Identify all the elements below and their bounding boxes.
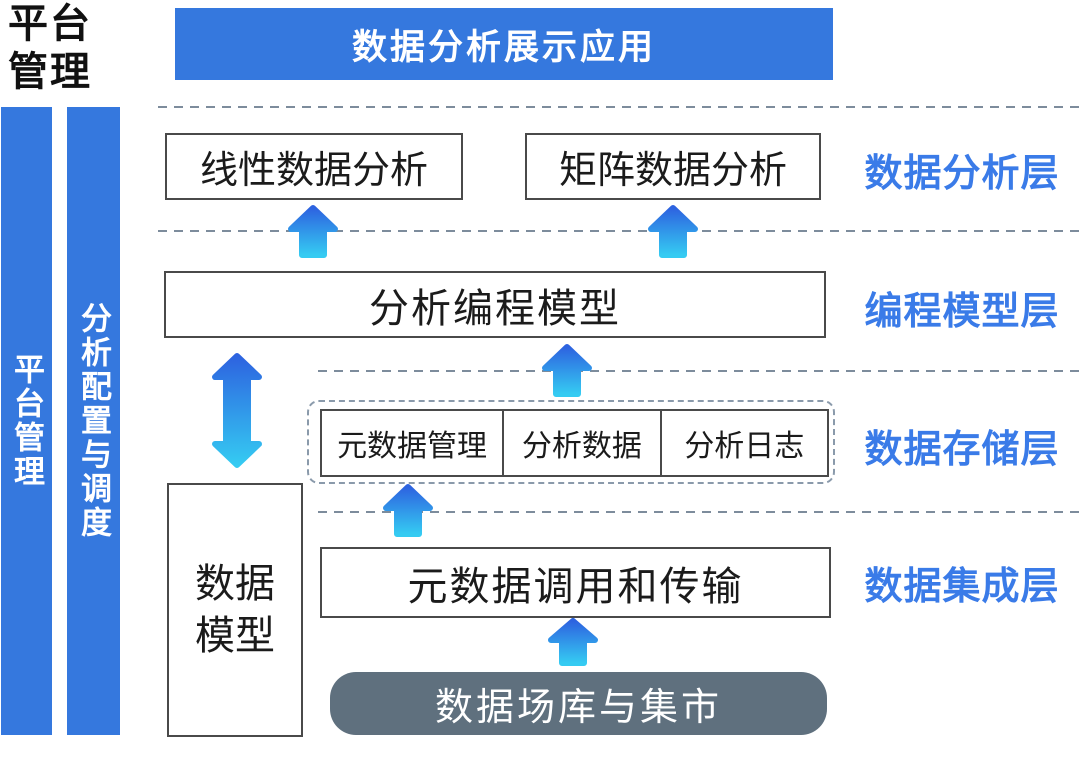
box-matrix-data-analysis-label: 矩阵数据分析 xyxy=(558,150,787,192)
box-analysis-programming-model: 分析编程模型 xyxy=(164,271,826,338)
box-data-warehouse-mart-label: 数据场库与集市 xyxy=(434,687,722,729)
sidebar-analysis-config-scheduling-label: 分析配置与调度 xyxy=(76,302,111,540)
layer-separator-2 xyxy=(158,230,1080,232)
box-metadata-call-transfer-label: 元数据调用和传输 xyxy=(407,564,744,609)
top-banner-label: 数据分析展示应用 xyxy=(351,27,656,67)
sidebar-platform-management-label: 平台管理 xyxy=(9,353,44,489)
box-data-model-label: 数据 模型 xyxy=(195,562,275,658)
layer-separator-3 xyxy=(318,370,1080,372)
box-data-model: 数据 模型 xyxy=(167,483,303,737)
layer-label-programming-model: 编程模型层 xyxy=(864,290,1060,333)
corner-title: 平台 管理 xyxy=(8,2,92,94)
top-banner: 数据分析展示应用 xyxy=(175,8,833,80)
box-analysis-programming-model-label: 分析编程模型 xyxy=(369,286,621,331)
layer-separator-4 xyxy=(318,511,1080,513)
box-data-warehouse-mart: 数据场库与集市 xyxy=(330,672,827,735)
layer-label-data-analysis: 数据分析层 xyxy=(864,152,1060,195)
layer-label-data-integration: 数据集成层 xyxy=(864,565,1060,608)
storage-cell-analysis-log: 分析日志 xyxy=(659,411,827,475)
storage-dashed-container: 元数据管理 分析数据 分析日志 xyxy=(307,400,835,484)
layer-separator-1 xyxy=(158,106,1080,108)
up-arrow-icon xyxy=(542,344,592,397)
up-arrow-icon xyxy=(648,205,698,258)
box-metadata-call-transfer: 元数据调用和传输 xyxy=(320,547,831,618)
sidebar-platform-management: 平台管理 xyxy=(1,107,52,735)
storage-row: 元数据管理 分析数据 分析日志 xyxy=(320,409,829,477)
box-linear-data-analysis: 线性数据分析 xyxy=(165,133,463,200)
up-arrow-icon xyxy=(548,618,598,666)
double-vertical-arrow-icon xyxy=(212,353,262,468)
up-arrow-icon xyxy=(288,205,338,258)
box-matrix-data-analysis: 矩阵数据分析 xyxy=(525,133,821,200)
up-arrow-icon xyxy=(383,484,433,537)
layer-label-data-storage: 数据存储层 xyxy=(864,428,1060,471)
storage-cell-metadata-management: 元数据管理 xyxy=(337,430,488,463)
box-linear-data-analysis-label: 线性数据分析 xyxy=(199,150,428,192)
sidebar-analysis-config-scheduling: 分析配置与调度 xyxy=(67,107,120,735)
storage-cell-analysis-data: 分析数据 xyxy=(502,411,660,475)
